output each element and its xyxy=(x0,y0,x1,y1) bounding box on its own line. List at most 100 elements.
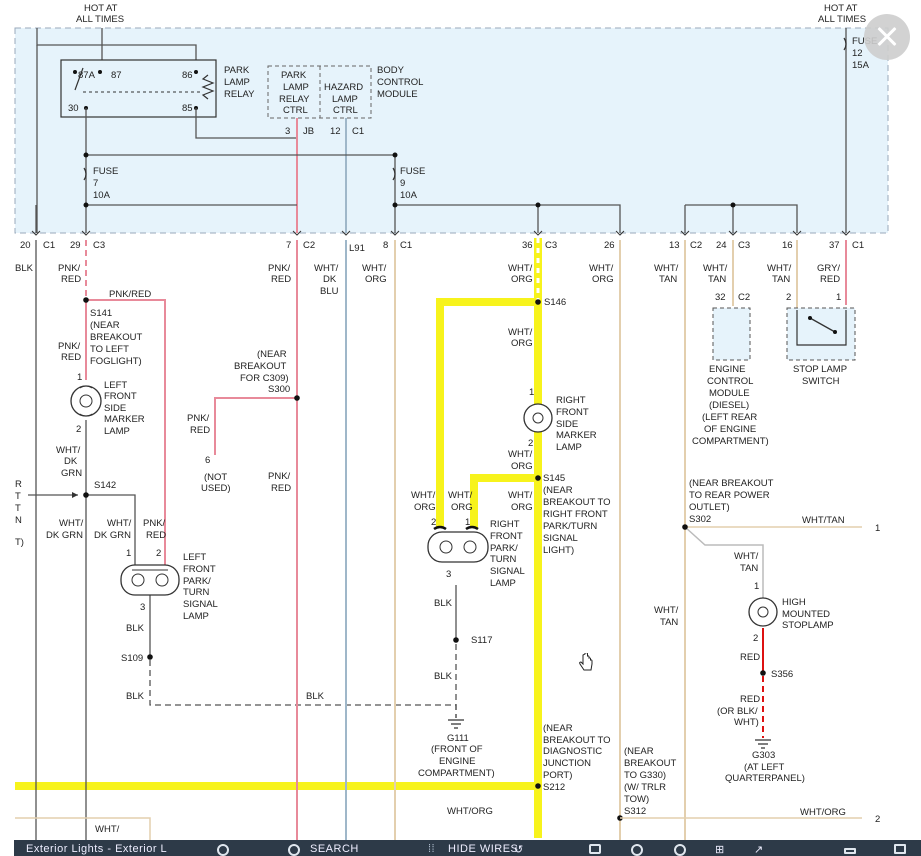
diagram-label: BLK xyxy=(434,598,453,609)
diagram-label: (NEAR xyxy=(257,349,287,360)
diagram-label: 10A xyxy=(400,190,418,201)
diagram-label: 26 xyxy=(604,240,615,251)
diagram-label: 2 xyxy=(156,548,161,559)
diagram-label: SIDE xyxy=(104,403,126,414)
diagram-label: HAZARD xyxy=(324,82,363,93)
diagram-label: S146 xyxy=(544,297,566,308)
diagram-label: BREAKOUT xyxy=(624,758,676,769)
diagram-label: PNK/RED xyxy=(109,289,151,300)
diagram-label: PARK/ xyxy=(490,543,518,554)
diagram-title: Exterior Lights - Exterior L xyxy=(26,843,168,855)
diagram-label: JUNCTION xyxy=(543,758,591,769)
diagram-label: CONTROL xyxy=(377,77,423,88)
diagram-label: BREAKOUT TO xyxy=(543,735,611,746)
diagram-label: FUSE xyxy=(93,166,118,177)
diagram-label: N xyxy=(15,515,22,526)
diagram-label: C1 xyxy=(43,240,55,251)
power-distribution-region xyxy=(14,27,889,234)
diagram-label: BREAKOUT xyxy=(90,332,142,343)
diagram-label: 9 xyxy=(400,178,405,189)
hand-cursor-icon xyxy=(579,653,593,671)
diagram-label: PARK/ xyxy=(183,576,211,587)
diagram-label: WHT/ xyxy=(508,263,533,274)
diagram-label: CTRL xyxy=(283,105,308,116)
diagram-label: R xyxy=(15,479,22,490)
diagram-label: LAMP xyxy=(556,442,582,453)
diagram-label: WHT/TAN xyxy=(802,515,845,526)
expand-icon[interactable]: ↗ xyxy=(754,844,764,856)
fit-icon[interactable]: ⊞ xyxy=(715,844,725,856)
diagram-label: ORG xyxy=(592,274,614,285)
fuse-feeds xyxy=(35,37,847,233)
search-icon[interactable] xyxy=(288,844,300,856)
diagram-labels: HOT AT ALL TIMES HOT AT ALL TIMES PARK L… xyxy=(15,3,880,835)
connector-chevrons xyxy=(31,230,851,236)
diagram-label: WHT/ xyxy=(314,263,339,274)
diagram-label: LAMP xyxy=(283,82,309,93)
diagram-label: 15A xyxy=(852,60,870,71)
diagram-label: C2 xyxy=(690,240,702,251)
bottom-toolbar: Exterior Lights - Exterior L SEARCH ⁞⁞ H… xyxy=(14,840,921,856)
zoom-out-icon[interactable] xyxy=(631,844,643,856)
body-control-module xyxy=(267,65,372,233)
diagram-label: BLK xyxy=(126,623,145,634)
diagram-label: FOR C309) xyxy=(240,373,289,384)
diagram-label: TOW) xyxy=(624,794,649,805)
diagram-label: 2 xyxy=(786,292,791,303)
diagram-label: 2 xyxy=(875,814,880,825)
search-button[interactable]: SEARCH xyxy=(310,843,359,855)
diagram-label: RED xyxy=(61,352,81,363)
hide-wires-button[interactable]: HIDE WIRES xyxy=(448,843,519,855)
right-front-park-turn-lamp xyxy=(427,525,489,563)
diagram-label: RED xyxy=(146,530,166,541)
diagram-label: RIGHT FRONT xyxy=(543,509,608,520)
diagram-label: (LEFT REAR xyxy=(702,412,757,423)
diagram-label: 30 xyxy=(68,103,79,114)
diagram-label: QUARTERPANEL) xyxy=(725,773,805,784)
diagram-label: PNK/ xyxy=(187,413,210,424)
diagram-label: RELAY xyxy=(279,94,310,105)
zoom-icon[interactable] xyxy=(217,844,229,856)
diagram-label: WHT/ xyxy=(107,518,132,529)
right-front-side-marker-lamp xyxy=(523,299,553,789)
diagram-label: 3 xyxy=(140,602,145,613)
diagram-label: WHT/ xyxy=(508,327,533,338)
diagram-label: RED xyxy=(740,652,760,663)
diagram-label: 2 xyxy=(431,517,436,528)
diagram-label: DIAGNOSTIC xyxy=(543,746,602,757)
diagram-label: 1 xyxy=(465,517,470,528)
diagram-label: 37 xyxy=(829,240,840,251)
diagram-label: ENGINE xyxy=(439,756,475,767)
diagram-label: PNK/ xyxy=(268,263,291,274)
diagram-label: WHT/ xyxy=(508,449,533,460)
diagram-label: COMPARTMENT) xyxy=(692,436,769,447)
diagram-label: BREAKOUT xyxy=(234,361,286,372)
diagram-label: 8 xyxy=(383,240,388,251)
diagram-label: FOGLIGHT) xyxy=(90,356,142,367)
wires-icon: ⁞⁞ xyxy=(428,843,436,855)
diagram-label: LAMP xyxy=(490,578,516,589)
battery-feed-lines xyxy=(36,28,847,233)
zoom-in-icon[interactable] xyxy=(674,844,686,856)
stop-lamp-switch xyxy=(786,307,856,361)
close-button[interactable] xyxy=(864,14,910,60)
diagram-label: PORT) xyxy=(543,770,572,781)
diagram-label: LAMP xyxy=(183,611,209,622)
diagram-label: HIGH xyxy=(782,597,806,608)
minimize-icon[interactable] xyxy=(844,848,856,854)
diagram-label: 2 xyxy=(753,633,758,644)
diagram-label: WHT/ xyxy=(508,490,533,501)
diagram-label: JB xyxy=(303,126,314,137)
diagram-label: BLK xyxy=(126,691,145,702)
undo-icon[interactable]: ↺ xyxy=(514,844,524,856)
print-icon[interactable] xyxy=(589,844,601,854)
diagram-label: TURN xyxy=(183,587,210,598)
diagram-label: TURN xyxy=(490,554,517,565)
maximize-icon[interactable] xyxy=(894,844,906,854)
diagram-label: S212 xyxy=(543,782,565,793)
diagram-label: (NEAR xyxy=(543,485,573,496)
diagram-label: RIGHT xyxy=(556,395,586,406)
diagram-label: (NOT xyxy=(204,472,227,483)
diagram-label: TAN xyxy=(708,274,726,285)
label-hot-left-2: ALL TIMES xyxy=(76,14,124,25)
